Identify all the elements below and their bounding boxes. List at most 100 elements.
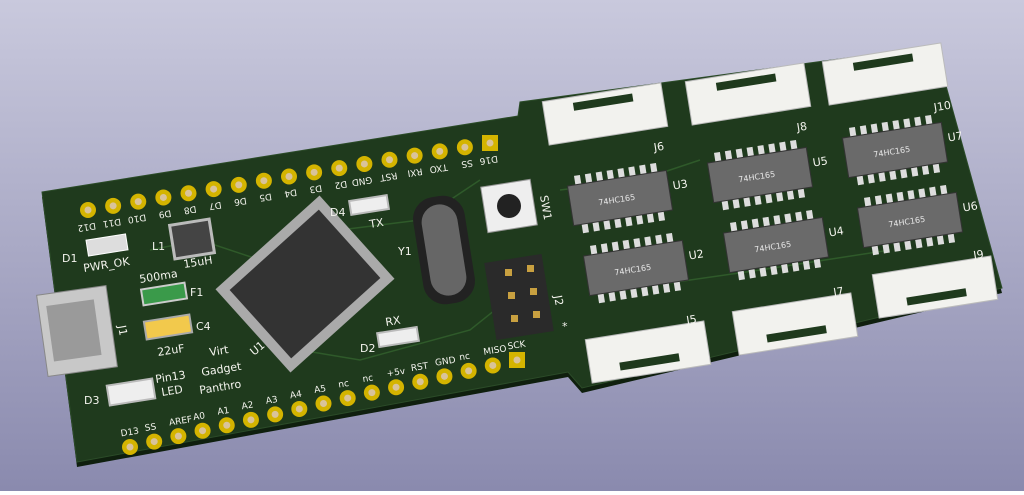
bottom-header-label: A3 (265, 395, 278, 407)
header-pin (505, 269, 512, 276)
connector-j6[interactable] (541, 82, 669, 146)
d3-value-2: LED (160, 383, 183, 399)
top-header-label: GND (351, 174, 373, 187)
connector-label: J6 (652, 140, 665, 155)
top-header-pin (431, 143, 448, 160)
bottom-header-label: nc (459, 352, 471, 364)
sw1-label: SW1 (537, 194, 554, 221)
led-d3 (105, 377, 157, 407)
bottom-header-pin (315, 395, 332, 412)
connector-j7[interactable] (731, 292, 859, 356)
crystal-y1 (413, 195, 475, 305)
top-header-label: D4 (283, 186, 297, 198)
connector-j5[interactable] (584, 320, 712, 384)
led-d1 (85, 233, 129, 257)
isp-header-pins (505, 265, 540, 322)
reset-button-sw1[interactable] (480, 178, 538, 234)
chip-ref-label: U6 (962, 199, 979, 214)
top-header-label: D10 (127, 211, 147, 224)
c4-label: C4 (196, 320, 211, 333)
bottom-header-pin (146, 433, 163, 450)
top-header-pin (356, 155, 373, 172)
f1-label: F1 (190, 286, 203, 299)
d1-label: D1 (62, 252, 77, 265)
d4-label: D4 (330, 206, 345, 219)
top-header-pin (230, 176, 247, 193)
bottom-header-pin (291, 400, 308, 417)
usb-connector-j1[interactable] (36, 284, 118, 378)
bottom-header-label: +5v (386, 367, 407, 380)
top-header-pin (80, 202, 96, 218)
bottom-header-pin (339, 390, 356, 407)
top-header-label: D9 (158, 207, 172, 219)
top-header-label: D7 (208, 199, 222, 211)
top-header-label: D6 (233, 195, 247, 207)
top-header-pin (105, 197, 122, 214)
top-header-pin (331, 160, 348, 177)
connector-label: J5 (685, 313, 698, 328)
bottom-header-pin (460, 362, 477, 379)
header-pin (508, 292, 515, 299)
f1-value: 500ma (138, 267, 178, 286)
mcu-u1 (215, 195, 395, 373)
top-header-pin (130, 193, 147, 210)
connector-label: J9 (972, 248, 985, 263)
bottom-header-label: nc (362, 373, 374, 385)
connector-label: J7 (832, 285, 845, 300)
connector-label: J8 (795, 120, 808, 135)
isp-header-j2[interactable] (484, 253, 554, 341)
l1-label: L1 (152, 240, 165, 253)
top-header-pin (255, 172, 272, 189)
d3-label: D3 (84, 394, 99, 407)
top-header-label: D5 (258, 191, 272, 203)
capacitor-c4 (142, 313, 194, 341)
bottom-header-label: A4 (289, 390, 303, 402)
bottom-header-pin (484, 357, 501, 374)
bottom-header-pin (509, 352, 525, 368)
bottom-header-pin (436, 368, 453, 385)
chip-ref-label: U2 (688, 247, 705, 262)
connector-j10[interactable] (821, 42, 949, 106)
bottom-header-label: GND (434, 356, 456, 369)
board-title-line-1: Virt (208, 343, 230, 359)
top-header-pin (155, 189, 172, 206)
header-pin (511, 315, 518, 322)
l1-value: 15uH (182, 254, 213, 271)
bottom-header-pin (170, 428, 187, 445)
chip-ref-label: U7 (947, 129, 964, 144)
j2-label: J2 (551, 293, 566, 306)
top-header-label: SS (460, 157, 473, 169)
bottom-header-pin (242, 411, 259, 428)
connector-j8[interactable] (684, 62, 812, 126)
led-d4 (347, 193, 391, 217)
top-header-pin (456, 139, 473, 156)
bottom-header-label: RST (410, 361, 429, 374)
bottom-header-label: A5 (314, 384, 327, 396)
bottom-header-label: A2 (241, 400, 254, 412)
bottom-header-label: MISO (483, 344, 507, 358)
bottom-header-label: D13 (120, 427, 140, 440)
tx-label: TX (367, 216, 385, 231)
fuse-f1 (139, 281, 189, 307)
inductor-l1 (167, 217, 217, 261)
bottom-header-label: AREF (168, 415, 193, 429)
j2-pin1-mark: * (562, 320, 568, 333)
bottom-header-pin (412, 373, 429, 390)
chip-ref-label: U3 (672, 177, 689, 192)
header-pin (530, 288, 537, 295)
bottom-header-pin (388, 379, 405, 396)
j1-label: J1 (115, 323, 130, 336)
top-header-label: RXI (407, 165, 423, 177)
top-header-pin (281, 168, 297, 185)
connector-j9[interactable] (871, 255, 999, 319)
rx-label: RX (384, 314, 401, 329)
top-header-label: D3 (309, 182, 323, 194)
